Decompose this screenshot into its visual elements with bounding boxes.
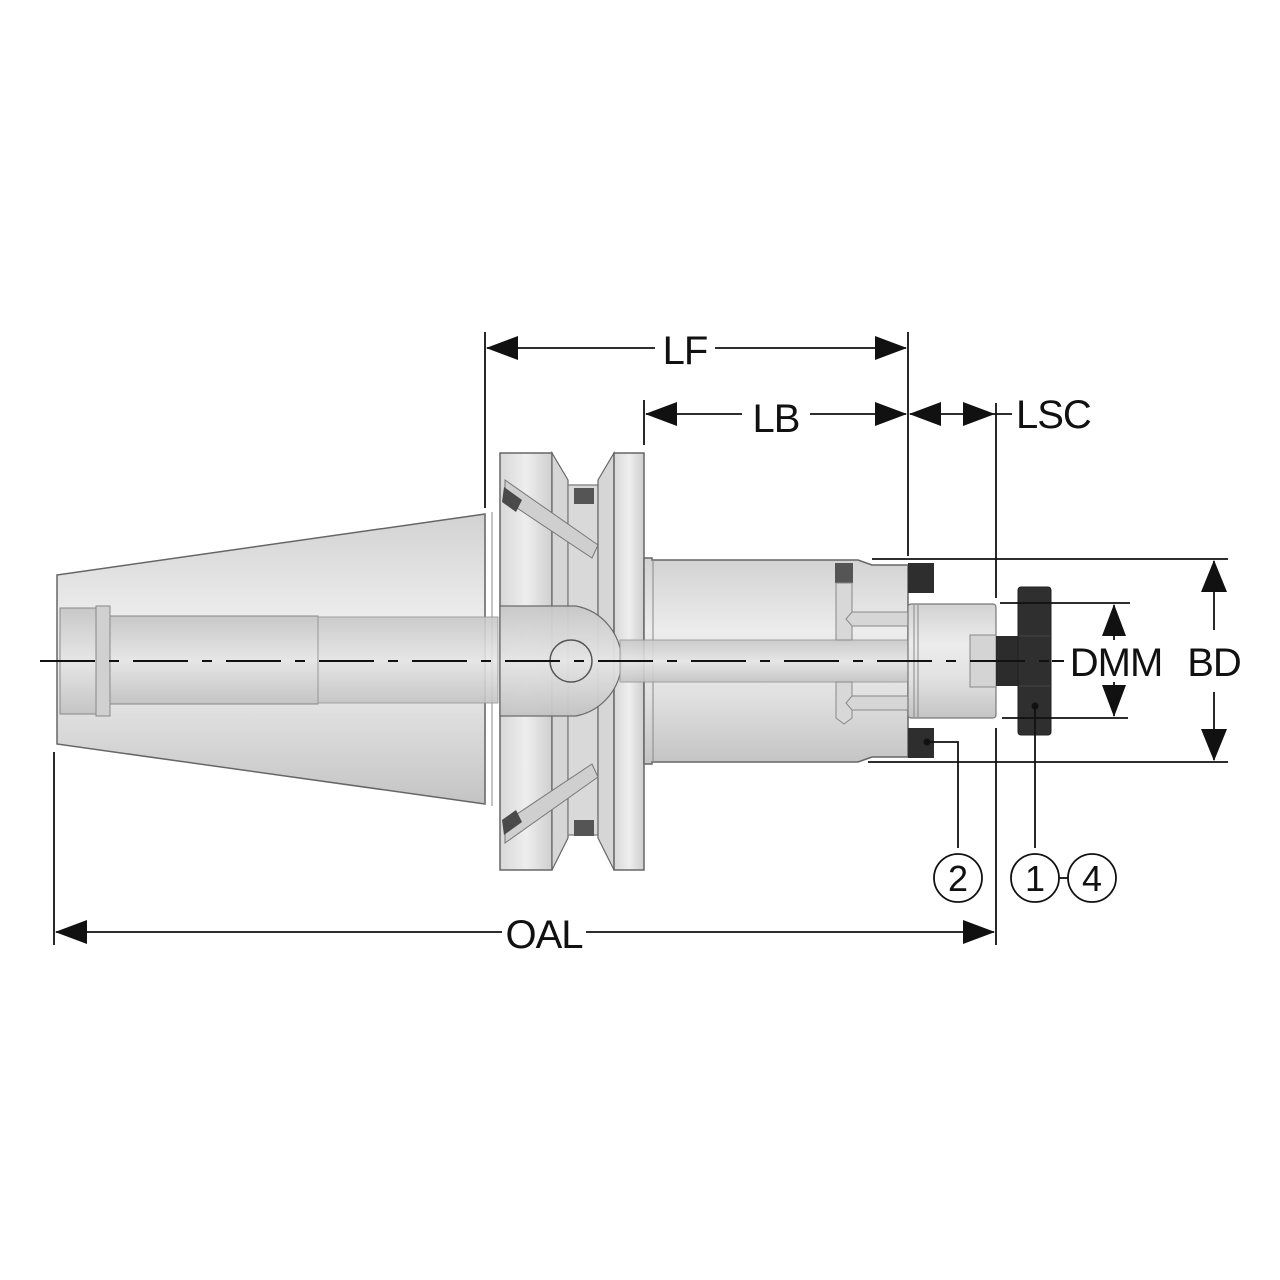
dim-dmm: DMM — [1052, 604, 1166, 717]
oal-label: OAL — [505, 913, 582, 957]
callout-4: 4 — [1067, 853, 1117, 903]
dim-lsc: LSC — [909, 393, 1092, 437]
taper-shank — [56, 512, 499, 806]
coolant-channel-bottom — [502, 763, 599, 844]
dim-lf: LF — [486, 329, 907, 373]
callout-1: 1 — [1010, 853, 1060, 903]
lb-label: LB — [753, 397, 800, 441]
lsc-label: LSC — [1016, 393, 1091, 437]
dim-lb: LB — [645, 397, 907, 441]
drive-keys — [908, 563, 934, 758]
lf-label: LF — [663, 329, 708, 373]
drive-key-top — [908, 563, 934, 593]
callout-2: 2 — [933, 853, 983, 903]
svg-text:2: 2 — [948, 858, 968, 899]
bd-label: BD — [1187, 641, 1241, 685]
dmm-label: DMM — [1070, 641, 1163, 685]
coolant-channel-top — [502, 479, 599, 559]
dimension-lines — [53, 332, 1228, 945]
dim-oal: OAL — [55, 913, 995, 957]
svg-text:4: 4 — [1082, 858, 1102, 899]
dim-bd: BD — [1187, 560, 1242, 761]
svg-text:1: 1 — [1025, 858, 1045, 899]
